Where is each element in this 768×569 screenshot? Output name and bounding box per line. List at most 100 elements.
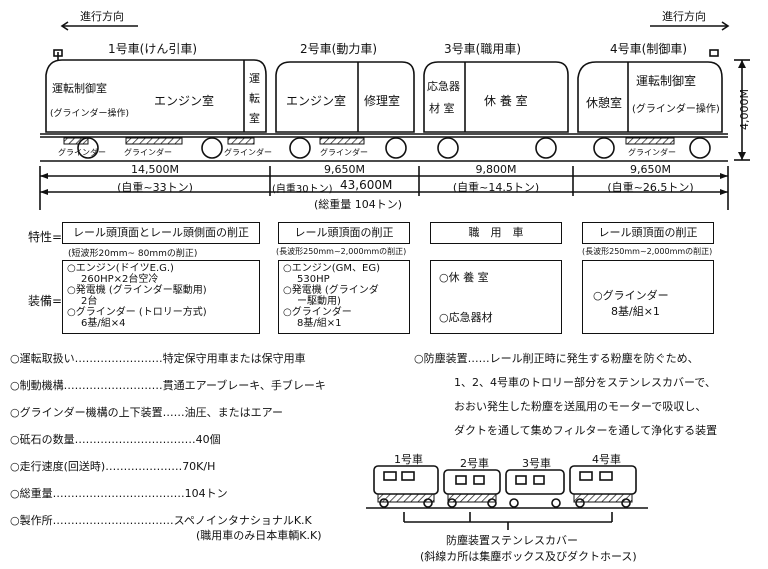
total-weight: (総重量 104トン) [314,198,403,211]
car4-weight: (自重~26.5トン) [607,181,694,194]
spec-value: 油圧、またはエアー [184,406,283,419]
spec-maker-note: (職用車のみ日本車輌K.K) [196,529,322,542]
direction-label-right: 進行方向 [662,10,706,23]
dust-line: ○防塵装置……レール削正時に発生する粉塵を防ぐため、 [414,352,699,365]
equipment-label: 装備= [28,294,63,308]
spec-braking: ○制動機構………………………貫通エアーブレーキ、手ブレーキ [10,379,326,392]
feature-title: 職 用 車 [468,226,524,239]
cover-caption: 防塵装置ステンレスカバー [446,534,578,547]
car3-name: 3号車(職用車) [444,42,521,56]
spec-label: ○制動機構 [10,379,64,392]
grinder-label: グラインダー [320,148,368,157]
feature-sub: (短波形20mm~ 80mmの削正) [68,249,198,259]
equipment-box-2: ○エンジン(GM、EG) 530HP ○発電機 (グラインダ ー駆動用) ○グラ… [278,260,410,334]
feature-title: レール頭頂面とレール頭側面の削正 [73,226,249,239]
car3-room-equipment-2: 材 室 [429,102,455,115]
feature-sub: (長波形250mm~2,000mmの削正) [276,247,407,256]
car2-weight: (自重30トン) [272,184,333,195]
car3-room-rest: 休 養 室 [484,94,528,108]
equipment-line: 8基/組×1 [297,318,342,329]
spec-label: ○総重量 [10,487,53,500]
equipment-line: ○グラインダー [283,307,352,318]
car1-room-cab-1: 運 [249,72,260,85]
car4-length: 9,650M [630,163,671,176]
car2-name: 2号車(動力車) [300,42,377,56]
cover-caption-note: (斜線カ所は集塵ボックス及びダクトホース) [420,550,637,563]
direction-label-left: 進行方向 [80,10,124,23]
equipment-line: ○グラインダー (トロリー方式) [67,307,207,318]
equipment-line: 260HP×2台空冷 [81,274,159,285]
grinder-label: グラインダー [58,148,106,157]
car2-length: 9,650M [324,163,365,176]
car3-weight: (自重~14.5トン) [452,181,540,194]
dust-line: ダクトを通して集めフィルターを通して浄化する装置 [454,424,718,437]
car2-room-repair: 修理室 [364,94,401,108]
equipment-line: ○エンジン(GM、EG) [283,263,380,274]
spec-label: ○走行速度(回送時) [10,460,106,473]
car1-room-engine: エンジン室 [154,94,215,108]
equipment-line: ー駆動用) [297,296,341,307]
mini-car-label: 3号車 [522,457,551,470]
equipment-line: 8基/組×1 [611,305,660,318]
car4-room-control-note: (グラインダー操作) [632,104,720,115]
spec-speed: ○走行速度(回送時)…………………70K/H [10,460,216,473]
feature-title: レール頭頂面の削正 [598,226,698,239]
equipment-line: 6基/組×4 [81,318,126,329]
spec-label: ○グラインダー機構の上下装置 [10,406,163,419]
total-length: 43,600M [340,178,393,192]
car3-room-equipment-1: 応急器 [427,80,460,93]
height-dimension: 4,000M [738,89,751,130]
car4-room-rest: 休憩室 [586,96,623,110]
car1-name: 1号車(けん引車) [108,42,197,56]
equipment-box-4: ○グラインダー 8基/組×1 [582,260,714,334]
equipment-line: ○休 養 室 [439,271,489,284]
spec-value: 70K/H [182,460,216,473]
car1-room-control: 運転制御室 [52,82,107,95]
equipment-line: 530HP [297,274,330,285]
spec-value: スペノインタナショナルK.K [173,514,312,527]
feature-title: レール頭頂面の削正 [294,226,394,239]
spec-value: 特定保守用車または保守用車 [162,352,306,365]
car1-room-cab-3: 室 [249,112,260,125]
mini-car-label: 2号車 [460,457,489,470]
dust-line: 1、2、4号車のトロリー部分をステンレスカバーで、 [454,376,716,389]
car2-room-engine: エンジン室 [286,94,347,108]
feature-box-2: レール頭頂面の削正 [278,222,410,244]
car1-length: 14,500M [131,163,179,176]
spec-label: ○製作所 [10,514,53,527]
mini-car-label: 4号車 [592,453,621,466]
grinder-label: グラインダー [124,148,172,157]
spec-lift: ○グラインダー機構の上下装置……油圧、またはエアー [10,406,283,419]
car3-length: 9,800M [475,163,517,176]
features-label: 特性= [28,230,63,244]
equipment-line: ○発電機 (グラインダー駆動用) [67,285,207,296]
feature-box-4: レール頭頂面の削正 [582,222,714,244]
car1-room-control-note: (グラインダー操作) [50,109,130,119]
equipment-line: ○グラインダー [593,289,669,302]
equipment-line: ○エンジン(ドイツE.G.) [67,263,174,274]
car4-name: 4号車(制御車) [610,42,687,56]
car4-room-control: 運転制御室 [636,74,697,88]
spec-value: 40個 [195,433,221,446]
spec-maker: ○製作所……………………………スペノインタナショナルK.K [10,514,312,527]
dust-line: おおい発生した粉塵を送風用のモーターで吸収し、 [454,400,707,413]
spec-label: ○運転取扱い [10,352,75,365]
car1-weight: (自重~33トン) [117,181,193,194]
car1-room-cab-2: 転 [249,92,260,105]
spec-weight: ○総重量………………………………104トン [10,487,228,500]
spec-operation: ○運転取扱い……………………特定保守用車または保守用車 [10,352,306,365]
feature-box-1: レール頭頂面とレール頭側面の削正 [62,222,260,244]
equipment-box-3: ○休 養 室 ○応急器材 [430,260,562,334]
spec-value: 貫通エアーブレーキ、手ブレーキ [162,379,326,392]
mini-car-label: 1号車 [394,453,423,466]
spec-value: 104トン [184,487,228,500]
grinder-label: グラインダー [224,148,272,157]
equipment-line: 2台 [81,296,98,307]
equipment-line: ○発電機 (グラインダ [283,285,379,296]
equipment-line: ○応急器材 [439,311,493,324]
spec-stones: ○砥石の数量……………………………40個 [10,433,221,446]
feature-box-3: 職 用 車 [430,222,562,244]
grinder-label: グラインダー [628,148,676,157]
feature-sub: (長波形250mm~2,000mmの削正) [582,247,713,256]
